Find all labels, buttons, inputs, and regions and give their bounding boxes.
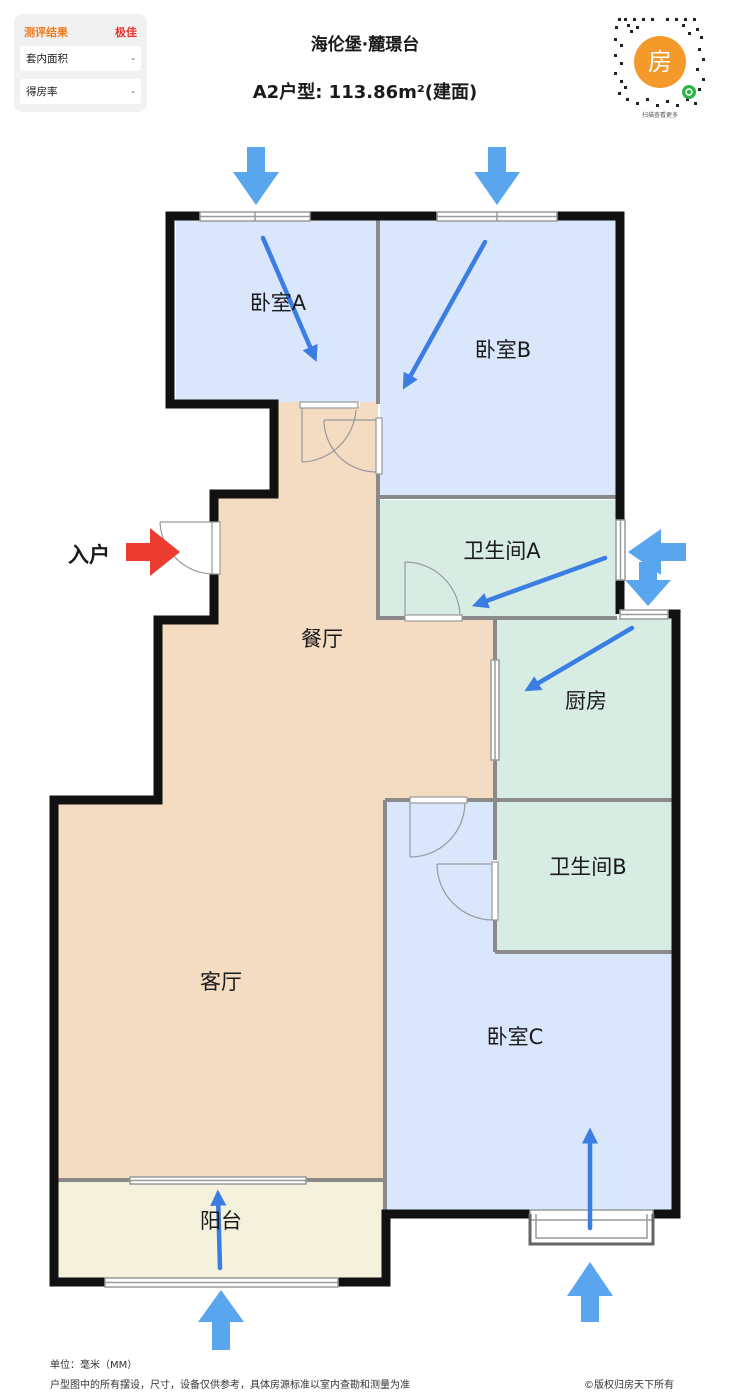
evaluation-header: 测评结果 极佳 xyxy=(20,20,141,46)
qr-badge xyxy=(634,36,686,88)
airflow-arrow xyxy=(524,625,635,692)
evaluation-row-ratio: 得房率 - xyxy=(20,79,141,104)
entry-arrow-icon xyxy=(126,528,180,576)
evaluation-row-value: - xyxy=(131,52,135,65)
room-label-living: 客厅 xyxy=(200,970,242,994)
evaluation-row-label: 套内面积 xyxy=(26,53,68,65)
room-label-bedroom-a: 卧室A xyxy=(250,291,307,315)
mini-program-icon xyxy=(682,85,696,99)
doors xyxy=(159,401,499,921)
evaluation-rating: 极佳 xyxy=(115,26,137,39)
inflow-arrow-icon xyxy=(567,1262,613,1322)
room-fill-bedroom-c xyxy=(385,800,672,1212)
airflow-arrow xyxy=(260,235,318,362)
room-fill-bathroom-b xyxy=(495,800,672,952)
qr-badge-text: 房 xyxy=(648,48,672,76)
inflow-arrow-icon xyxy=(233,147,279,205)
exterior-walls xyxy=(49,211,681,1287)
evaluation-title: 测评结果 xyxy=(24,26,68,39)
room-label-bedroom-c: 卧室C xyxy=(487,1025,544,1049)
interior-partitions xyxy=(58,220,672,1212)
airflow-arrow xyxy=(402,239,488,390)
mini-program-icon-glyph xyxy=(685,88,693,96)
entry-label: 入户 xyxy=(68,543,110,567)
room-fill-living-dining xyxy=(58,402,495,1180)
ventilation-flow-arrows xyxy=(210,235,635,1271)
inflow-arrow-icon xyxy=(474,147,520,205)
evaluation-row-label: 得房率 xyxy=(26,86,58,98)
qr-caption: 扫描查看更多 xyxy=(641,112,678,119)
inflow-arrows xyxy=(198,147,686,1350)
footer-unit: 单位：毫米（MM） xyxy=(50,1360,138,1371)
unit-type-title: A2户型: 113.86m²(建面) xyxy=(252,82,478,103)
qr-pattern xyxy=(614,18,705,107)
room-label-bathroom-a: 卫生间A xyxy=(463,539,541,563)
footer-copyright: ©版权归房天下所有 xyxy=(584,1380,674,1391)
airflow-arrow xyxy=(210,1189,227,1271)
room-label-balcony: 阳台 xyxy=(200,1209,242,1233)
room-label-bedroom-b: 卧室B xyxy=(475,338,531,362)
footer-disclaimer: 户型图中的所有摆设，尺寸，设备仅供参考，具体房源标准以室内查勘和测量为准 xyxy=(50,1380,410,1391)
evaluation-row-value: - xyxy=(131,85,135,98)
room-label-dining: 餐厅 xyxy=(301,627,343,651)
evaluation-row-area: 套内面积 - xyxy=(20,46,141,71)
inflow-arrow-icon xyxy=(628,529,686,575)
evaluation-card: 测评结果 极佳 套内面积 - 得房率 - xyxy=(14,14,147,112)
airflow-arrow xyxy=(471,555,608,609)
project-name: 海伦堡·麓璟台 xyxy=(310,35,420,55)
room-label-kitchen: 厨房 xyxy=(565,689,607,713)
inflow-arrow-icon xyxy=(198,1290,244,1350)
room-fill-kitchen xyxy=(495,618,672,798)
qr-code[interactable]: 房 xyxy=(612,14,708,122)
inflow-arrow-icon xyxy=(625,562,671,606)
room-fill-bedroom-a xyxy=(176,220,378,402)
room-label-bathroom-b: 卫生间B xyxy=(549,855,626,879)
